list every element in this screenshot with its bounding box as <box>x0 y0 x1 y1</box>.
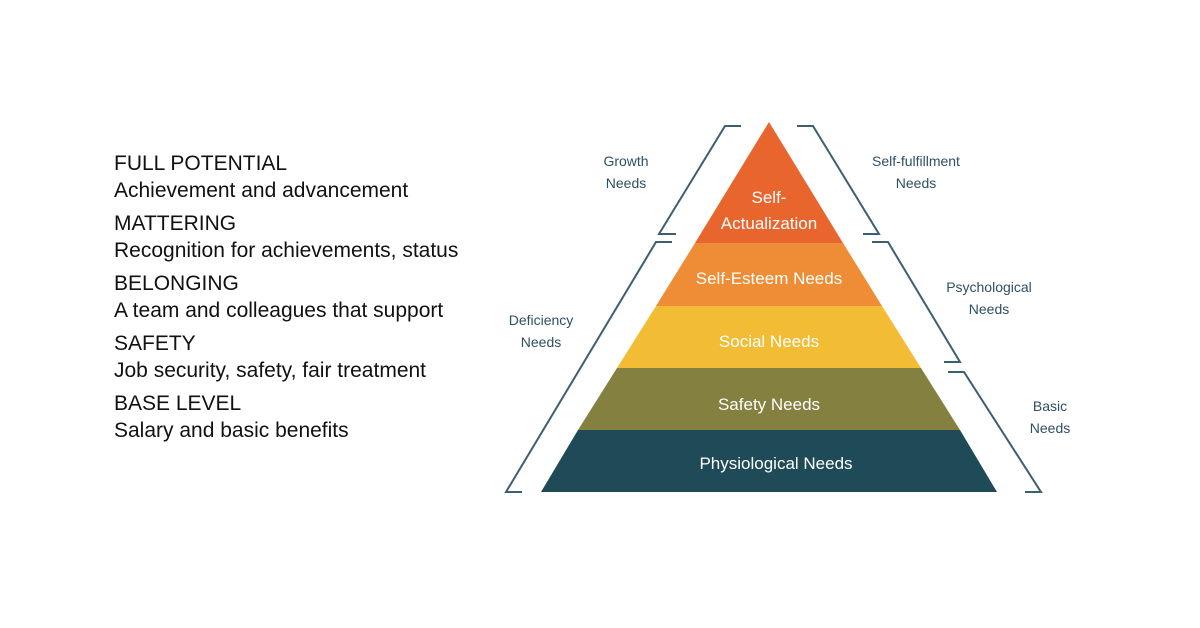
tier-label-self-actualization-line2: Actualization <box>721 214 817 233</box>
level-description: Salary and basic benefits <box>114 419 349 442</box>
bracket-label-self-fulfillment-line2: Needs <box>896 175 936 191</box>
tier-safety <box>578 368 960 430</box>
bracket-label-growth-line1: Growth <box>603 153 648 169</box>
bracket-label-deficiency-line1: Deficiency <box>509 312 574 328</box>
tier-social <box>617 306 921 368</box>
level-item-base-level: BASE LEVEL Salary and basic benefits <box>114 390 458 444</box>
bracket-label-self-fulfillment-line1: Self-fulfillment <box>872 153 960 169</box>
bracket-label-psychological-line1: Psychological <box>946 279 1032 295</box>
bracket-growth-needs <box>657 125 741 235</box>
level-title: BELONGING <box>114 272 239 295</box>
level-item-full-potential: FULL POTENTIAL Achievement and advanceme… <box>114 150 458 204</box>
level-description: Recognition for achievements, status <box>114 239 459 262</box>
tier-self-actualization <box>695 122 843 243</box>
bracket-label-deficiency-line2: Needs <box>521 334 561 350</box>
tier-label-self-esteem: Self-Esteem Needs <box>696 269 842 288</box>
tier-physiological <box>541 430 997 492</box>
bracket-label-basic-line1: Basic <box>1033 398 1067 414</box>
level-description: Job security, safety, fair treatment <box>114 359 427 382</box>
tier-self-esteem <box>656 243 882 306</box>
level-title: FULL POTENTIAL <box>114 152 288 175</box>
level-description: A team and colleagues that support <box>114 299 444 322</box>
bracket-psychological-needs <box>872 241 962 363</box>
tier-label-safety: Safety Needs <box>718 395 820 414</box>
bracket-label-basic-line2: Needs <box>1030 420 1070 436</box>
tier-label-social: Social Needs <box>719 332 819 351</box>
workplace-needs-list: FULL POTENTIAL Achievement and advanceme… <box>114 150 458 450</box>
level-item-safety: SAFETY Job security, safety, fair treatm… <box>114 330 458 384</box>
bracket-basic-needs <box>948 371 1043 493</box>
bracket-label-psychological-line2: Needs <box>969 301 1009 317</box>
tier-label-physiological: Physiological Needs <box>699 454 852 473</box>
level-description: Achievement and advancement <box>114 179 409 202</box>
level-title: SAFETY <box>114 332 196 355</box>
level-item-mattering: MATTERING Recognition for achievements, … <box>114 210 458 264</box>
tier-label-self-actualization-line1: Self- <box>752 188 787 207</box>
level-title: MATTERING <box>114 212 237 235</box>
bracket-self-fulfillment-needs <box>797 125 881 235</box>
level-item-belonging: BELONGING A team and colleagues that sup… <box>114 270 458 324</box>
level-title: BASE LEVEL <box>114 392 242 415</box>
bracket-label-growth-line2: Needs <box>606 175 646 191</box>
bracket-deficiency-needs <box>504 241 672 493</box>
